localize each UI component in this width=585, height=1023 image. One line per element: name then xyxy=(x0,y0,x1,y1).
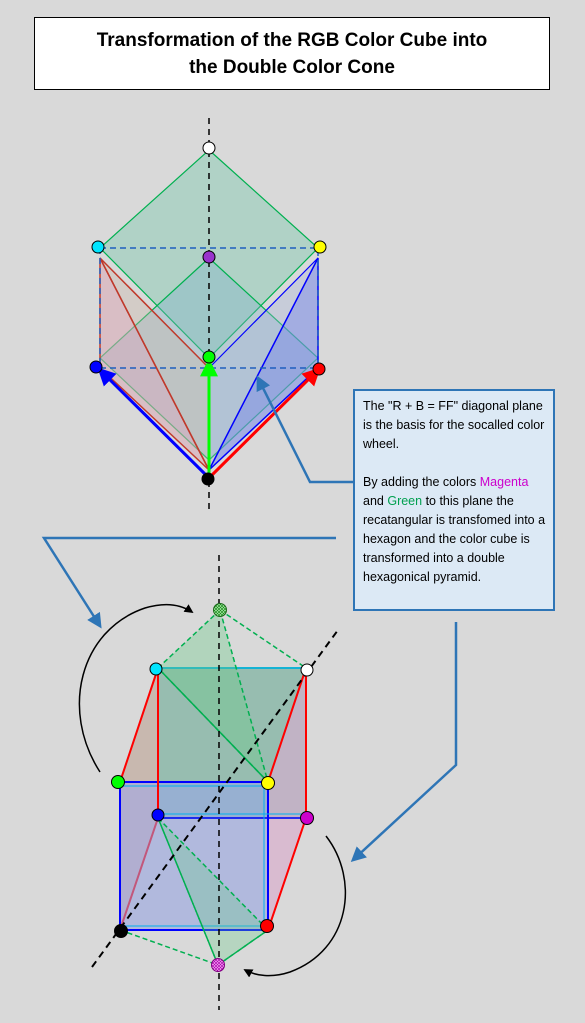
yellow-vertex xyxy=(313,240,327,254)
white-vertex xyxy=(202,141,216,155)
upper-diagonal xyxy=(157,667,269,783)
top-diagram xyxy=(89,118,327,512)
lower-pyramid-edge-right xyxy=(217,929,269,966)
note-paragraph-2: By adding the colors Magenta and Green t… xyxy=(363,473,547,587)
magenta-word: Magenta xyxy=(479,475,529,489)
black-vertex-bottom xyxy=(114,924,128,938)
green-word: Green xyxy=(387,494,423,508)
note-para2-prefix: By adding the colors xyxy=(363,475,480,489)
and-word: and xyxy=(363,494,388,508)
callout-arrow-top xyxy=(256,375,353,484)
magenta-vertex-bottom xyxy=(300,811,314,825)
cyan-vertex xyxy=(91,240,105,254)
note-para2-suffix: to this plane the recatangular is transf… xyxy=(363,494,546,584)
lower-pyramid xyxy=(157,817,270,967)
callout-note: The "R + B = FF" diagonal plane is the b… xyxy=(353,389,555,611)
red-vertex xyxy=(312,362,326,376)
upper-pyramid-edge xyxy=(219,609,307,669)
rotation-arrow-bottom xyxy=(243,835,347,978)
black-vertex xyxy=(201,472,215,486)
blue-axis-arrow xyxy=(97,367,211,480)
callout-connectors xyxy=(41,375,458,863)
red-vertex-bottom xyxy=(260,919,274,933)
lower-pyramid-edge-inner xyxy=(157,817,219,966)
bottom-diagram xyxy=(78,555,347,1010)
green-vertex xyxy=(202,350,216,364)
blue-vertex-bottom xyxy=(151,808,165,822)
green-vertex-bottom xyxy=(111,775,125,789)
bottom-diagonal-axis xyxy=(91,629,339,968)
rotation-arrow-top xyxy=(78,603,194,773)
yellow-vertex-bottom xyxy=(261,776,275,790)
title-line-1: Transformation of the RGB Color Cube int… xyxy=(96,29,488,51)
red-axis-arrow xyxy=(207,367,321,480)
white-vertex-bottom xyxy=(300,663,314,677)
lower-pyramid-edge-left xyxy=(119,929,219,966)
title-line-2: the Double Color Cone xyxy=(189,56,395,78)
purple-vertex xyxy=(202,250,216,264)
magenta-hatched-vertex xyxy=(211,958,225,972)
title-box: Transformation of the RGB Color Cube int… xyxy=(34,17,550,90)
callout-arrow-bottom xyxy=(350,622,458,863)
cyan-vertex-bottom xyxy=(149,662,163,676)
green-hatched-vertex xyxy=(213,603,227,617)
note-paragraph-1: The "R + B = FF" diagonal plane is the b… xyxy=(363,399,545,451)
dashed-rectangle xyxy=(99,247,319,369)
blue-vertex xyxy=(89,360,103,374)
callout-arrow-left xyxy=(41,536,336,629)
